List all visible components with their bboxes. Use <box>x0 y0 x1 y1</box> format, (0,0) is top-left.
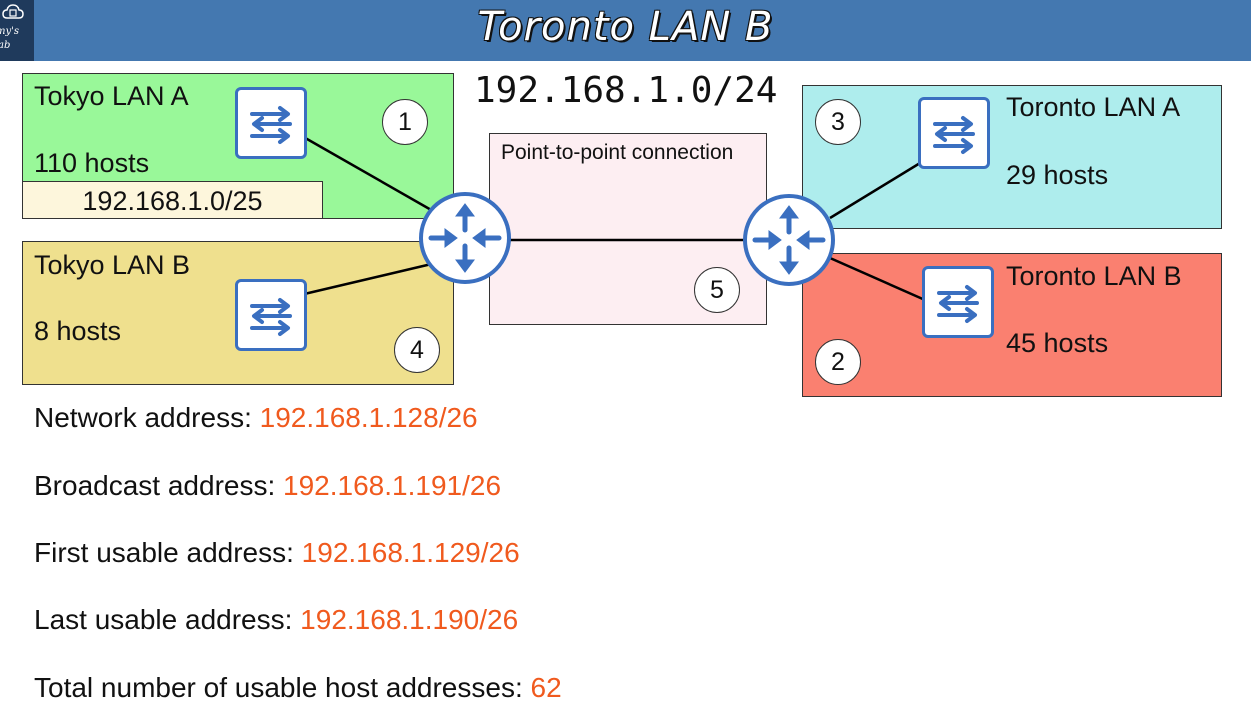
network-address-label: Network address: <box>34 402 260 433</box>
toronto-lan-b-name: Toronto LAN B <box>1006 261 1182 291</box>
title-bar: my's ab Toronto LAN B <box>0 0 1251 61</box>
tokyo-lan-b-hosts: 8 hosts <box>34 316 122 346</box>
switch-icon <box>918 97 990 169</box>
last-usable-label: Last usable address: <box>34 604 301 635</box>
logo-text-line2: ab <box>0 40 11 51</box>
total-hosts-value: 62 <box>530 672 562 703</box>
point-to-point-label: Point-to-point connection <box>501 141 734 164</box>
broadcast-address-label: Broadcast address: <box>34 470 284 501</box>
network-address-line: Network address: 192.168.1.128/26 <box>34 402 478 434</box>
tokyo-lan-b-name: Tokyo LAN B <box>34 250 191 280</box>
switch-icon <box>235 87 307 159</box>
first-usable-label: First usable address: <box>34 537 302 568</box>
link-switch-toronto-b <box>829 256 926 302</box>
router-icon <box>743 194 835 286</box>
last-usable-value: 192.168.1.190/26 <box>300 604 519 635</box>
tokyo-lan-a-name: Tokyo LAN A <box>34 81 189 111</box>
total-hosts-line: Total number of usable host addresses: 6… <box>34 672 562 704</box>
subnet-number-3: 3 <box>815 99 861 145</box>
subnet-number-4: 4 <box>394 327 440 373</box>
logo: my's ab <box>0 0 34 61</box>
broadcast-address-line: Broadcast address: 192.168.1.191/26 <box>34 470 501 502</box>
toronto-lan-a-name: Toronto LAN A <box>1006 92 1181 122</box>
toronto-lan-a-hosts: 29 hosts <box>1006 160 1109 190</box>
toronto-lan-b-hosts: 45 hosts <box>1006 328 1109 358</box>
toronto-lan-a-box <box>802 85 1222 229</box>
subnet-number-5: 5 <box>694 267 740 313</box>
cloud-icon <box>2 4 24 19</box>
last-usable-line: Last usable address: 192.168.1.190/26 <box>34 604 518 636</box>
link-switch-tokyo-a <box>299 133 441 217</box>
switch-icon <box>235 279 307 351</box>
total-hosts-label: Total number of usable host addresses: <box>34 672 531 703</box>
network-address-title: 192.168.1.0/24 <box>474 70 778 111</box>
router-icon <box>419 192 511 284</box>
subnet-number-2: 2 <box>815 339 861 385</box>
tokyo-lan-a-subnet: 192.168.1.0/25 <box>22 181 323 219</box>
tokyo-lan-a-hosts: 110 hosts <box>34 148 150 178</box>
logo-text-line1: my's <box>0 26 20 37</box>
network-address-value: 192.168.1.128/26 <box>259 402 478 433</box>
page-title: Toronto LAN B <box>477 4 774 50</box>
link-switch-toronto-a <box>829 158 926 220</box>
first-usable-line: First usable address: 192.168.1.129/26 <box>34 537 520 569</box>
first-usable-value: 192.168.1.129/26 <box>301 537 520 568</box>
subnet-number-1: 1 <box>382 99 428 145</box>
link-switch-tokyo-b <box>299 260 441 297</box>
broadcast-address-value: 192.168.1.191/26 <box>283 470 502 501</box>
switch-icon <box>922 266 994 338</box>
